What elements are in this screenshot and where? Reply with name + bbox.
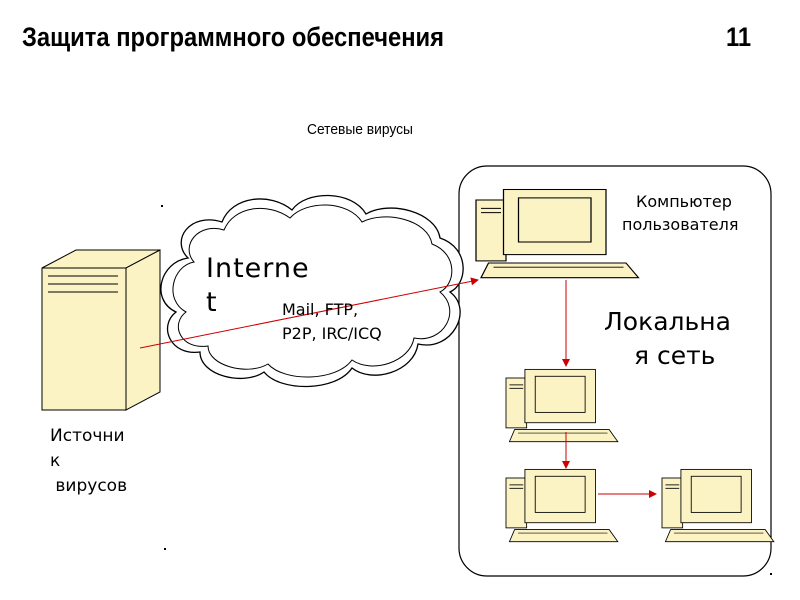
protocols-label-line: Mail, FTP, xyxy=(282,300,359,319)
virus-source-label-line: к xyxy=(50,451,61,471)
decor-dot xyxy=(770,573,772,575)
internet-label-line: t xyxy=(206,287,218,318)
lan-label-line: я сеть xyxy=(634,341,716,370)
decor-dot xyxy=(161,205,163,207)
user-computer xyxy=(475,188,640,279)
decor-dot xyxy=(164,548,166,550)
internet-label: Interne t xyxy=(206,252,310,320)
diagram-subtitle: Сетевые вирусы xyxy=(307,121,413,138)
virus-source-label-line: Источни xyxy=(50,426,125,446)
user-computer-label: Компьютер пользователя xyxy=(622,190,738,236)
lan-computer-3 xyxy=(505,468,619,543)
slide-title: Защита программного обеспечения xyxy=(22,22,445,52)
virus-source-label: Источни к вирусов xyxy=(50,424,127,499)
user-computer-label-line: Компьютер xyxy=(636,192,732,211)
lan-label-line: Локальна xyxy=(604,307,731,336)
user-computer-label-line: пользователя xyxy=(622,215,739,234)
lan-label: Локальна я сеть xyxy=(604,305,731,373)
infection-arrow-internet xyxy=(139,277,479,349)
protocols-label: Mail, FTP, P2P, IRC/ICQ xyxy=(282,298,382,346)
protocols-label-line: P2P, IRC/ICQ xyxy=(282,324,382,343)
page-number: 11 xyxy=(726,22,752,52)
internet-label-line: Interne xyxy=(206,253,310,284)
virus-source-label-line: вирусов xyxy=(50,476,128,496)
lan-boundary xyxy=(458,165,772,577)
lan-computer-2 xyxy=(505,368,619,443)
internet-cloud xyxy=(160,194,464,388)
lan-computer-4 xyxy=(661,468,775,543)
virus-source-server xyxy=(41,249,161,411)
